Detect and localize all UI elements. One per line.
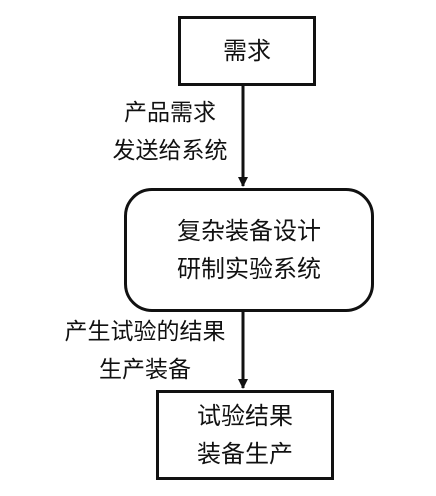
edge-label-line: 产生试验的结果 — [64, 319, 226, 345]
design-system-node: 复杂装备设计 研制实验系统 — [124, 188, 374, 312]
edge-label-line: 产品需求 — [124, 100, 216, 126]
demand-node-label: 需求 — [223, 37, 271, 65]
edge-label-system-to-production: 产生试验的结果 生产装备 — [40, 313, 250, 389]
production-node-label-line: 试验结果 — [197, 402, 293, 430]
production-node-label-line: 装备生产 — [197, 440, 293, 468]
design-system-node-label-line: 研制实验系统 — [177, 255, 321, 283]
production-node: 试验结果 装备生产 — [156, 390, 334, 480]
edge-label-demand-to-system: 产品需求 发送给系统 — [100, 94, 240, 170]
design-system-node-label-line: 复杂装备设计 — [177, 217, 321, 245]
edge-label-line: 生产装备 — [99, 357, 191, 383]
demand-node: 需求 — [178, 16, 316, 86]
edge-label-line: 发送给系统 — [112, 138, 228, 164]
